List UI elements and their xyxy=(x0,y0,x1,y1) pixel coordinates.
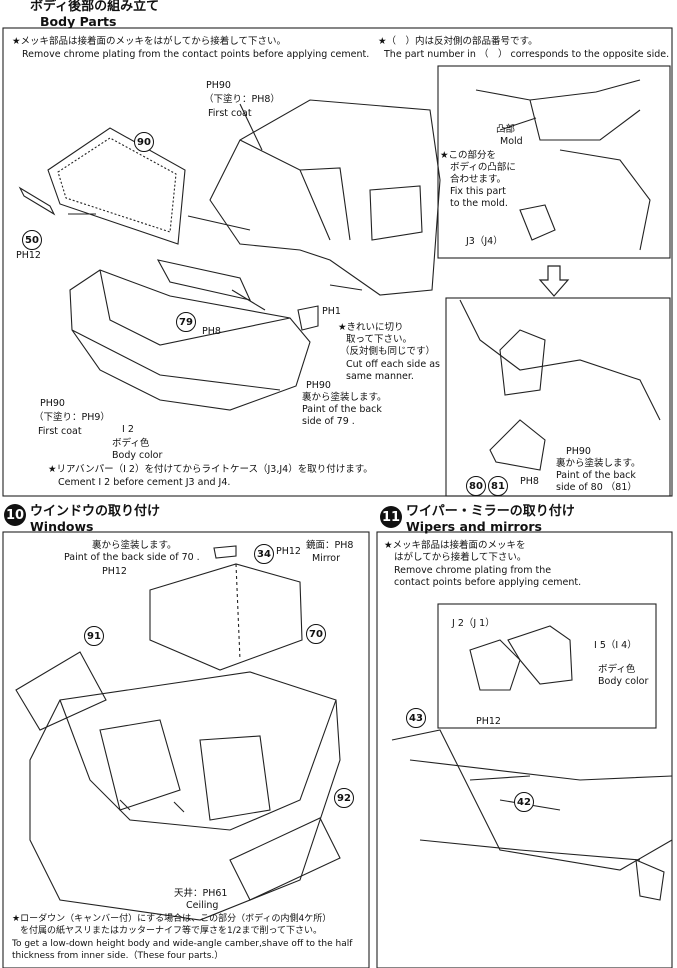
mirror-en: Mirror xyxy=(312,553,340,564)
part-number-80: 80 xyxy=(466,476,486,496)
wipers-title-jp: ワイパー・ミラーの取り付け xyxy=(406,504,575,519)
part-number-43: 43 xyxy=(406,708,426,728)
part-j3: J3（J4） xyxy=(466,236,503,247)
ceiling-en: Ceiling xyxy=(186,900,219,911)
part-number-70: 70 xyxy=(306,624,326,644)
cut-note-en1: Cut off each side as xyxy=(346,359,440,370)
body-parts-title-en: Body Parts xyxy=(40,14,117,29)
wipers-title-en: Wipers and mirrors xyxy=(406,519,542,534)
fix-note-jp3: 合わせます。 xyxy=(450,174,507,185)
fix-note-jp1: ★この部分を xyxy=(440,150,497,161)
part-number-34: 34 xyxy=(254,544,274,564)
bumper-note-en: Cement I 2 before cement J3 and J4. xyxy=(58,477,231,488)
wipers-note-en2: contact points before applying cement. xyxy=(394,577,582,588)
fix-note-jp2: ボディの凸部に xyxy=(450,162,516,173)
bumper-note-jp: ★リアバンパー（I 2）を付けてからライトケース（J3,J4）を取り付けます。 xyxy=(48,464,373,475)
wipers-body-color-jp: ボディ色 xyxy=(598,664,636,675)
lowdown-note-en2: thickness from inner side.（These four pa… xyxy=(12,951,224,961)
part-number-81: 81 xyxy=(488,476,508,496)
undercoat-jp: （下塗り：PH8） xyxy=(204,94,280,105)
ceiling-jp: 天井：PH61 xyxy=(174,888,228,899)
cut-note-en2: same manner. xyxy=(346,371,414,382)
paint-code-ph8: PH8 xyxy=(202,326,221,337)
part-i5: I 5（I 4） xyxy=(594,640,637,651)
back-paint2-en2: side of 80 （81） xyxy=(556,482,637,493)
inset-bottom xyxy=(445,297,671,497)
fix-note-en1: Fix this part xyxy=(450,186,506,197)
wipers-ph12: PH12 xyxy=(476,716,501,727)
body-color-en: Body color xyxy=(112,450,163,461)
opposite-note-en: The part number in （ ） corresponds to th… xyxy=(384,49,670,60)
part-j2: J 2（J 1） xyxy=(452,618,495,629)
cut-note-jp1: ★きれいに切り xyxy=(338,322,404,333)
top-frame xyxy=(2,27,673,497)
paint-code-ph90: PH90 xyxy=(206,80,231,91)
back-paint-en2: side of 79 . xyxy=(302,416,355,427)
back-paint-jp: 裏から塗装します。 xyxy=(302,392,387,403)
paint-code-ph90-2: PH90 xyxy=(306,380,331,391)
mirror-jp: 鏡面：PH8 xyxy=(306,540,354,551)
first-coat2-label: First coat xyxy=(38,426,82,437)
chrome-note-jp: ★メッキ部品は接着面のメッキをはがしてから接着して下さい。 xyxy=(12,36,286,47)
lowdown-note-jp2: を付属の紙ヤスリまたはカッターナイフ等で厚さを1/2まで削って下さい。 xyxy=(20,926,323,936)
opposite-note-jp: ★（ ）内は反対側の部品番号です。 xyxy=(378,36,538,47)
windows-title-jp: ウインドウの取り付け xyxy=(30,504,161,519)
lowdown-note-jp1: ★ローダウン（キャンバー付）にする場合は、この部分（ボディの内側4ケ所） xyxy=(12,914,332,924)
wipers-note-jp1: ★メッキ部品は接着面のメッキを xyxy=(384,540,526,551)
windows-ph12: PH12 xyxy=(102,566,127,577)
body-color-jp: ボディ色 xyxy=(112,438,150,449)
step-number-11: 11 xyxy=(380,506,402,528)
undercoat2-jp: （下塗り：PH9） xyxy=(34,412,110,423)
part-number-92: 92 xyxy=(334,788,354,808)
windows-title-en: Windows xyxy=(30,519,94,534)
paint-code-ph90-4: PH90 xyxy=(566,446,591,457)
windows-frame xyxy=(2,531,370,968)
wipers-note-jp2: はがしてから接着して下さい。 xyxy=(394,552,527,563)
paint-code-ph1: PH1 xyxy=(322,306,341,317)
cut-note-jp2: 取って下さい。 xyxy=(346,334,413,345)
wipers-note-en1: Remove chrome plating from the xyxy=(394,565,552,576)
back-paint2-en1: Paint of the back xyxy=(556,470,636,481)
windows-ph12b: PH12 xyxy=(276,546,301,557)
mold-jp: 凸部 xyxy=(496,124,516,135)
back-paint-en1: Paint of the back xyxy=(302,404,382,415)
part-number-42: 42 xyxy=(514,792,534,812)
step-number-10: 10 xyxy=(4,504,26,526)
lowdown-note-en1: To get a low-down height body and wide-a… xyxy=(12,939,353,949)
part-number-90: 90 xyxy=(134,132,154,152)
part-number-91: 91 xyxy=(84,626,104,646)
back-paint2-jp: 裏から塗装します。 xyxy=(556,458,641,469)
windows-back-jp: 裏から塗装します。 xyxy=(92,540,177,551)
paint-code-ph8-2: PH8 xyxy=(520,476,539,487)
part-i2: I 2 xyxy=(122,424,134,435)
windows-back-en: Paint of the back side of 70 . xyxy=(64,552,200,563)
chrome-note-en: Remove chrome plating from the contact p… xyxy=(22,49,370,60)
mirror-inset xyxy=(437,603,657,729)
inset-top xyxy=(437,65,671,259)
wipers-body-color-en: Body color xyxy=(598,676,649,687)
mold-en: Mold xyxy=(500,136,523,147)
body-parts-title-jp: ボディ後部の組み立て xyxy=(30,0,160,14)
cut-note-jp3: （反対側も同じです） xyxy=(340,346,436,357)
paint-code-ph90-3: PH90 xyxy=(40,398,65,409)
part-number-79: 79 xyxy=(176,312,196,332)
fix-note-en2: to the mold. xyxy=(450,198,508,209)
part-number-50: 50 xyxy=(22,230,42,250)
paint-code-ph12: PH12 xyxy=(16,250,41,261)
wipers-frame xyxy=(376,531,673,968)
first-coat-label: First coat xyxy=(208,108,252,119)
